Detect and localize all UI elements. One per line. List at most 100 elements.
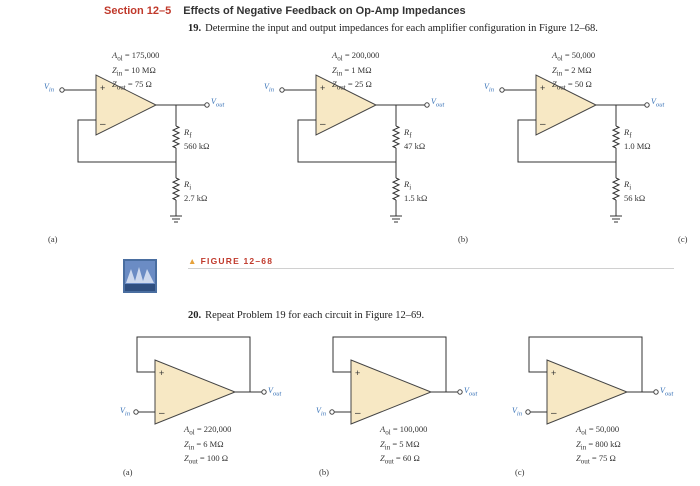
plus-sign: + (320, 83, 325, 93)
follower-vout-label-1: Vout (464, 386, 478, 398)
figure-69-part-1: (b) (319, 467, 329, 477)
minus-sign: – (551, 408, 557, 419)
vin-label-1: Vin (264, 82, 275, 94)
vout-label-1: Vout (431, 97, 445, 109)
param-2: Zout = 75 Ω (112, 79, 152, 93)
follower-vout-node-2 (653, 389, 659, 395)
plus-sign: + (355, 368, 360, 378)
opamp-a-0 (95, 74, 158, 136)
ri-resistor-0 (171, 177, 181, 201)
param-1: Zin = 800 kΩ (576, 438, 621, 452)
figure-68-part-2: (c) (678, 234, 688, 244)
param-0: Aol = 100,000 (380, 424, 428, 437)
figure-68-part-0: (a) (48, 234, 58, 244)
vin-label-2: Vin (484, 82, 495, 94)
minus-sign: – (355, 408, 361, 419)
param-2: Zout = 100 Ω (184, 453, 229, 467)
follower-feedback-2 (528, 336, 643, 393)
figure-68-part-1: (b) (458, 234, 468, 244)
opamp-a-2 (535, 74, 598, 136)
param-0: Aol = 200,000 (332, 50, 380, 63)
figure-12-68-caption: ▲FIGURE 12–68 (188, 256, 274, 266)
minus-sign: – (540, 119, 546, 130)
section-heading: Section 12–5 Effects of Negative Feedback… (104, 5, 466, 17)
opamp-b-1 (350, 359, 433, 425)
section-title: Effects of Negative Feedback on Op-Amp I… (183, 5, 466, 17)
param-2: Zout = 75 Ω (576, 453, 616, 467)
follower-vout-label-2: Vout (660, 386, 674, 398)
plus-sign: + (159, 368, 164, 378)
vin-label-0: Vin (44, 82, 55, 94)
follower-feedback-1 (332, 336, 447, 393)
vout-node-0 (204, 102, 210, 108)
caption-rule (188, 268, 674, 269)
plus-sign: + (540, 83, 545, 93)
plus-sign: + (100, 83, 105, 93)
param-1: Zin = 5 MΩ (380, 438, 420, 452)
vout-node-1 (424, 102, 430, 108)
problem-20-number: 20. (188, 310, 202, 321)
figure-69-part-0: (a) (123, 467, 133, 477)
problem-19-text: Determine the input and output impedance… (205, 23, 598, 34)
vin-node-0 (59, 87, 65, 93)
vin-node-1 (279, 87, 285, 93)
param-2: Zout = 60 Ω (380, 453, 420, 467)
vin-node-2 (499, 87, 505, 93)
follower-vout-node-0 (261, 389, 267, 395)
follower-vin-label-0: Vin (120, 406, 131, 418)
problem-20-text: Repeat Problem 19 for each circuit in Fi… (205, 310, 425, 321)
vout-node-2 (644, 102, 650, 108)
rf-resistor-0 (171, 125, 181, 149)
minus-sign: – (100, 119, 106, 130)
follower-vin-label-1: Vin (316, 406, 327, 418)
opamp-b-0 (154, 359, 237, 425)
rf-resistor-1 (391, 125, 401, 149)
figure-caption-text: FIGURE 12–68 (200, 256, 274, 266)
param-0: Aol = 50,000 (576, 424, 620, 437)
param-0: Aol = 220,000 (184, 424, 232, 437)
vout-label-0: Vout (211, 97, 225, 109)
plus-sign: + (551, 368, 556, 378)
vout-label-2: Vout (651, 97, 665, 109)
follower-vin-node-1 (329, 409, 335, 415)
opamp-a-1 (315, 74, 378, 136)
figure-69-part-2: (c) (515, 467, 525, 477)
follower-vout-label-0: Vout (268, 386, 282, 398)
param-0: Aol = 50,000 (552, 50, 596, 63)
param-2: Zout = 50 Ω (552, 79, 592, 93)
param-1: Zin = 6 MΩ (184, 438, 224, 452)
follower-vin-node-2 (525, 409, 531, 415)
problem-19-number: 19. (188, 23, 202, 34)
param-2: Zout = 25 Ω (332, 79, 372, 93)
param-0: Aol = 175,000 (112, 50, 160, 63)
feedback-wire-1 (297, 119, 396, 163)
ri-resistor-1 (391, 177, 401, 201)
minus-sign: – (320, 119, 326, 130)
follower-vin-node-0 (133, 409, 139, 415)
multisim-icon (123, 259, 157, 293)
problem-20: 20.Repeat Problem 19 for each circuit in… (188, 310, 424, 321)
param-1: Zin = 1 MΩ (332, 64, 372, 78)
rf-resistor-2 (611, 125, 621, 149)
minus-sign: – (159, 408, 165, 419)
follower-vin-label-2: Vin (512, 406, 523, 418)
feedback-wire-0 (77, 119, 176, 163)
section-label: Section 12–5 (104, 5, 172, 17)
param-1: Zin = 2 MΩ (552, 64, 592, 78)
feedback-wire-2 (517, 119, 616, 163)
param-1: Zin = 10 MΩ (112, 64, 156, 78)
problem-19: 19.Determine the input and output impeda… (188, 23, 598, 34)
opamp-b-2 (546, 359, 629, 425)
